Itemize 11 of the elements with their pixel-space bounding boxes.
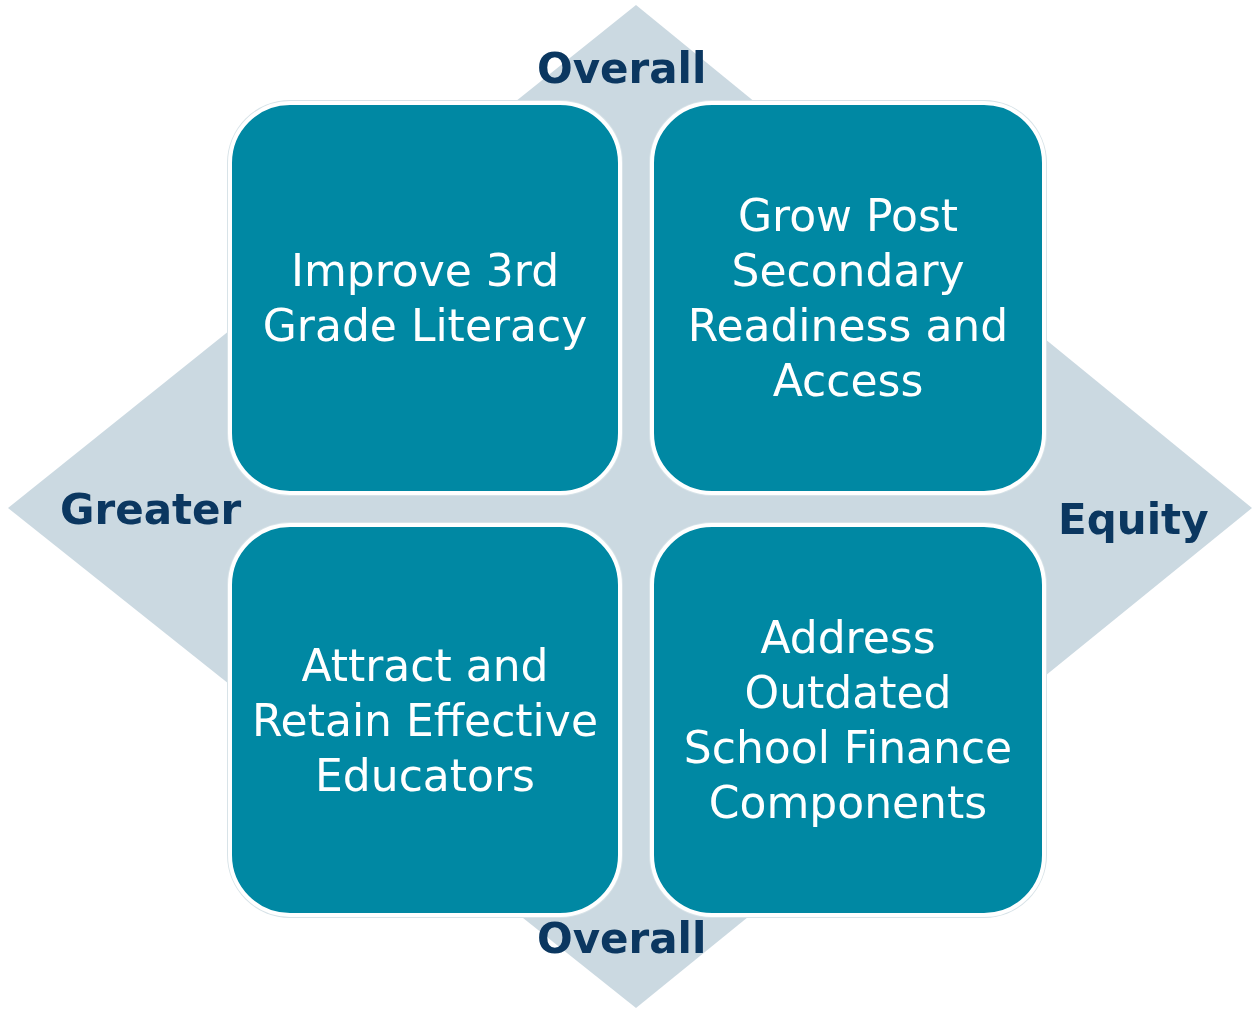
goal-box (650, 101, 1046, 495)
axis-label: Overall (537, 918, 707, 960)
goal-text: Attract and Retain Effective Educators (252, 638, 598, 803)
goal-text: Improve 3rd Grade Literacy (261, 244, 589, 353)
goal-box (228, 523, 622, 917)
axis-label: Equity (1058, 499, 1209, 541)
goal-box (650, 523, 1046, 917)
goal-text: Grow Post Secondary Readiness and Access (686, 189, 1010, 408)
axis-label: Greater (60, 489, 242, 531)
goal-text: Address Outdated School Finance Components (682, 611, 1014, 830)
axis-label: Overall (537, 48, 707, 90)
